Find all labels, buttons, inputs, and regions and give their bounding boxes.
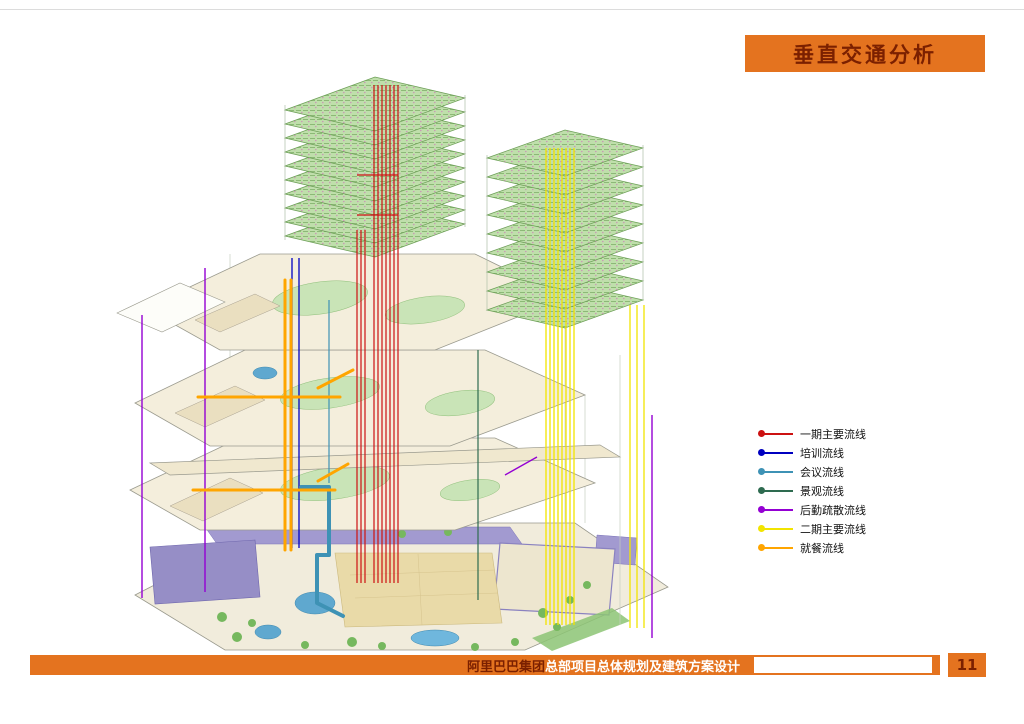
legend-dot bbox=[758, 487, 765, 494]
legend-dot bbox=[758, 506, 765, 513]
legend-item: 就餐流线 bbox=[758, 538, 866, 557]
legend-item: 后勤疏散流线 bbox=[758, 500, 866, 519]
legend-dot bbox=[758, 468, 765, 475]
site-plan bbox=[134, 522, 669, 651]
legend-item: 景观流线 bbox=[758, 481, 866, 500]
legend-label: 培训流线 bbox=[800, 446, 844, 460]
legend-dot bbox=[758, 449, 765, 456]
page-number-box: 11 bbox=[948, 653, 986, 677]
podium-level-1-plate bbox=[116, 253, 566, 351]
footer-brand: 阿里巴巴集团 bbox=[466, 659, 545, 675]
page-title: 垂直交通分析 bbox=[793, 42, 937, 67]
legend-line bbox=[763, 546, 793, 549]
page-number: 11 bbox=[956, 656, 978, 674]
top-rule bbox=[0, 9, 1024, 10]
legend-label: 就餐流线 bbox=[800, 541, 844, 555]
legend-line bbox=[763, 470, 793, 473]
stack-edge-lines bbox=[284, 95, 644, 311]
legend-line bbox=[763, 489, 793, 492]
legend-item: 二期主要流线 bbox=[758, 519, 866, 538]
legend: 一期主要流线 培训流线 会议流线 景观流线 后勤疏散流线 二期主要流线 bbox=[758, 424, 866, 557]
legend-item: 培训流线 bbox=[758, 443, 866, 462]
conference-flow-lines bbox=[299, 300, 345, 618]
footer-logo-box bbox=[754, 657, 932, 673]
tower-a-floor-stack bbox=[284, 76, 466, 258]
legend-label: 后勤疏散流线 bbox=[800, 503, 866, 517]
legend-line bbox=[763, 432, 793, 435]
footer-title-rest: 总部项目总体规划及建筑方案设计 bbox=[544, 659, 740, 675]
legend-item: 一期主要流线 bbox=[758, 424, 866, 443]
legend-label: 一期主要流线 bbox=[800, 427, 866, 441]
legend-dot bbox=[758, 544, 765, 551]
legend-label: 二期主要流线 bbox=[800, 522, 866, 536]
logistics-evacuation-flow-lines bbox=[141, 268, 653, 638]
legend-line bbox=[763, 527, 793, 530]
phase1-main-flow-lines bbox=[356, 85, 399, 583]
legend-dot bbox=[758, 430, 765, 437]
bridge-corridor-plate bbox=[148, 444, 622, 476]
phase2-main-flow-lines bbox=[545, 148, 645, 628]
legend-line bbox=[763, 451, 793, 454]
dining-flow-lines bbox=[191, 278, 355, 552]
legend-line bbox=[763, 508, 793, 511]
vertical-circulation-diagram bbox=[116, 76, 669, 651]
footer-bar: 阿里巴巴集团总部项目总体规划及建筑方案设计 bbox=[30, 655, 940, 675]
title-banner: 垂直交通分析 bbox=[745, 35, 985, 72]
footer-project-title: 阿里巴巴集团总部项目总体规划及建筑方案设计 bbox=[467, 656, 740, 675]
legend-item: 会议流线 bbox=[758, 462, 866, 481]
legend-dot bbox=[758, 525, 765, 532]
legend-label: 会议流线 bbox=[800, 465, 844, 479]
legend-label: 景观流线 bbox=[800, 484, 844, 498]
